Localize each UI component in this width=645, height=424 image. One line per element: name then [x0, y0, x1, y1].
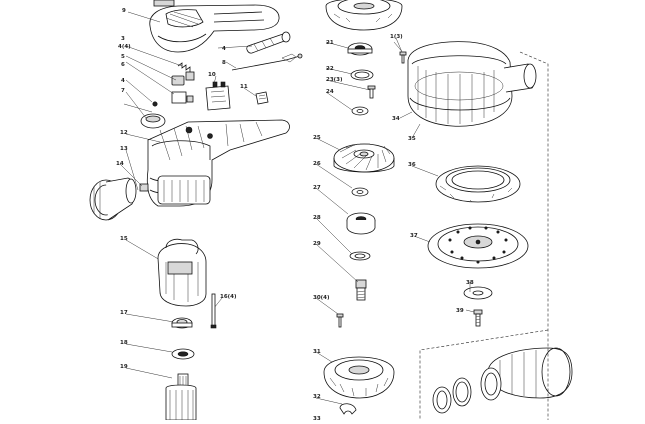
label-29: 29 — [313, 241, 321, 247]
label-26: 26 — [313, 161, 321, 167]
label-38: 38 — [466, 280, 474, 286]
label-30-4: 30(4) — [313, 295, 330, 301]
label-22: 22 — [326, 66, 334, 72]
part-28-washer — [349, 251, 371, 261]
label-10: 10 — [208, 72, 216, 78]
leader-lines-middle — [315, 41, 405, 405]
part-35-shroud — [407, 41, 537, 127]
part-39-screw — [473, 309, 483, 327]
label-11: 11 — [240, 84, 248, 90]
part-15-stator — [157, 238, 207, 307]
part-3-spring — [177, 62, 191, 72]
part-1-screw — [399, 51, 407, 64]
label-7: 7 — [121, 88, 125, 94]
leader-lines-left — [119, 11, 257, 379]
part-13-dust-port — [89, 177, 137, 221]
label-6a: 6 — [121, 62, 125, 68]
assembly-dashed-lines — [419, 51, 549, 420]
part-38-washer — [463, 286, 493, 300]
label-23-3: 23(3) — [326, 77, 343, 83]
part-31-gear-ring — [323, 356, 395, 399]
part-5-button — [171, 71, 195, 86]
part-top-bearing-housing — [325, 0, 403, 31]
part-36-pad-ring — [435, 165, 521, 203]
label-19: 19 — [120, 364, 128, 370]
label-1-3: 1(3) — [390, 34, 403, 40]
part-12-motor-housing — [146, 119, 290, 207]
label-34: 34 — [392, 116, 400, 122]
part-17-bearing — [171, 317, 193, 329]
label-4-4: 4(4) — [118, 44, 131, 50]
part-21-bearing — [347, 42, 373, 56]
part-18-washer — [171, 348, 195, 360]
part-14-nut — [139, 183, 149, 192]
part-25-fan — [333, 143, 395, 173]
label-4b: 4 — [121, 78, 125, 84]
label-37: 37 — [410, 233, 418, 239]
label-5: 5 — [121, 54, 125, 60]
label-15: 15 — [120, 236, 128, 242]
part-22-ring — [350, 69, 374, 81]
dust-canister-assembly — [432, 347, 573, 414]
part-19-armature — [165, 373, 197, 421]
label-27: 27 — [313, 185, 321, 191]
label-21: 21 — [326, 40, 334, 46]
part-32-clip — [339, 403, 357, 415]
label-17: 17 — [120, 310, 128, 316]
label-36: 36 — [408, 162, 416, 168]
part-10-switch-module — [205, 81, 231, 111]
label-18: 18 — [120, 340, 128, 346]
part-26-washer — [351, 187, 369, 197]
part-6-cable-sleeve — [246, 31, 291, 54]
label-25: 25 — [313, 135, 321, 141]
label-8: 8 — [222, 60, 226, 66]
label-24: 24 — [326, 89, 334, 95]
label-33: 33 — [313, 416, 321, 420]
part-27-bearing — [346, 212, 376, 235]
label-3: 3 — [121, 36, 125, 42]
label-31: 31 — [313, 349, 321, 355]
part-6-switch-block — [171, 91, 194, 104]
part-4-screw — [152, 101, 158, 107]
label-9: 9 — [122, 8, 126, 14]
part-37-sanding-pad — [427, 223, 529, 269]
label-13: 13 — [120, 146, 128, 152]
part-8-wire-lead — [231, 53, 303, 71]
label-16-4: 16(4) — [220, 294, 237, 300]
part-29-bolt — [355, 279, 367, 301]
label-35: 35 — [408, 136, 416, 142]
label-12: 12 — [120, 130, 128, 136]
part-9-handle-housing — [149, 0, 280, 53]
label-28: 28 — [313, 215, 321, 221]
label-32: 32 — [313, 394, 321, 400]
part-11-clip — [255, 91, 269, 105]
part-7-knob — [140, 113, 166, 129]
part-30-screw — [336, 313, 344, 328]
part-16-long-screw — [210, 293, 217, 329]
label-39: 39 — [456, 308, 464, 314]
leader-lines-right — [395, 37, 475, 313]
callout-labels: 9 4 3 4(4) 5 6 4 7 8 10 11 12 13 14 15 1… — [116, 8, 474, 422]
pad-holes — [448, 226, 508, 264]
label-14: 14 — [116, 161, 124, 167]
part-23-screw — [367, 85, 376, 99]
part-24-washer — [351, 106, 369, 116]
label-4a: 4 — [222, 46, 226, 52]
